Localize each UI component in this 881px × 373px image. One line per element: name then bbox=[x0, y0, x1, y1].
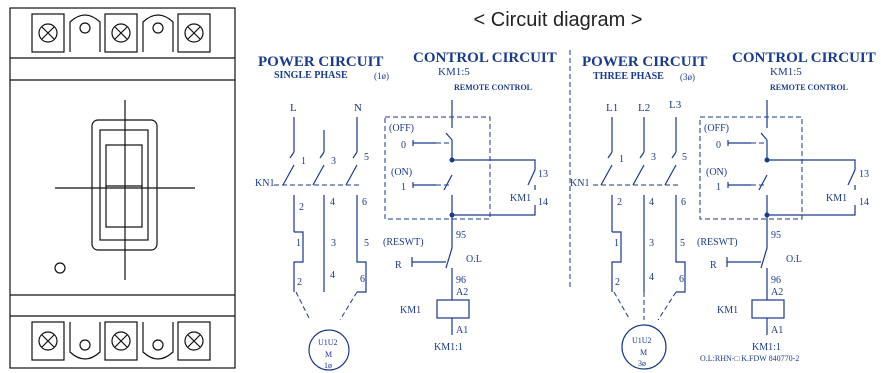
right-r-label: R bbox=[710, 260, 717, 271]
right-n14-label: 14 bbox=[859, 197, 869, 208]
left-a1-label: A1 bbox=[456, 325, 468, 336]
left-term-2b: 2 bbox=[297, 277, 302, 288]
right-control-title: CONTROL CIRCUIT bbox=[732, 50, 876, 66]
right-circuit: POWER CIRCUIT THREE PHASE (3ø) CONTROL C… bbox=[570, 50, 876, 370]
left-n96-label: 96 bbox=[456, 275, 466, 286]
left-ol-label: O.L bbox=[466, 254, 482, 265]
line-label-l2: L2 bbox=[638, 102, 650, 114]
left-term-4: 4 bbox=[330, 197, 335, 208]
right-remote-label: REMOTE CONTROL bbox=[770, 83, 848, 92]
left-control-ref: KM1:5 bbox=[438, 66, 470, 78]
right-term-1b: 1 bbox=[614, 238, 619, 249]
right-term-4b: 4 bbox=[649, 272, 654, 283]
right-term-4: 4 bbox=[649, 197, 654, 208]
right-km1-1-label: KM1:1 bbox=[752, 342, 781, 353]
line-label-l: L bbox=[290, 102, 297, 114]
left-km1-contact: KM1 bbox=[510, 193, 531, 204]
left-term-1b: 1 bbox=[296, 238, 301, 249]
left-term-1: 1 bbox=[301, 156, 306, 167]
right-term-6b: 6 bbox=[679, 274, 684, 285]
left-power-subtitle: SINGLE PHASE bbox=[274, 70, 348, 81]
diagram-title: < Circuit diagram > bbox=[474, 9, 643, 31]
left-reswt-label: (RESWT) bbox=[383, 237, 424, 248]
right-one-label: 1 bbox=[716, 182, 721, 193]
right-a2-label: A2 bbox=[771, 287, 783, 298]
left-motor-m: M bbox=[325, 350, 332, 359]
left-zero-label: 0 bbox=[401, 140, 406, 151]
left-km1-1-label: KM1:1 bbox=[434, 342, 463, 353]
right-ol-label: O.L bbox=[786, 254, 802, 265]
right-footnote: O.L:RHN-□ K.FDW 840770-2 bbox=[700, 354, 799, 363]
left-control-title: CONTROL CIRCUIT bbox=[413, 50, 557, 66]
left-on-label: (ON) bbox=[391, 167, 412, 178]
right-kn1-label: KN1 bbox=[570, 178, 589, 189]
left-one-label: 1 bbox=[401, 182, 406, 193]
breaker-device bbox=[9, 7, 236, 369]
right-km1-contact: KM1 bbox=[826, 193, 847, 204]
right-on-label: (ON) bbox=[706, 167, 727, 178]
left-motor-icon bbox=[308, 329, 350, 371]
right-control-ref: KM1:5 bbox=[770, 66, 802, 78]
right-km1-coil-label: KM1 bbox=[717, 305, 738, 316]
right-off-label: (OFF) bbox=[704, 123, 729, 134]
left-term-4b: 4 bbox=[330, 270, 335, 281]
left-term-5b: 5 bbox=[364, 238, 369, 249]
right-motor-top: U1U2 bbox=[632, 336, 652, 345]
right-term-2: 2 bbox=[617, 197, 622, 208]
right-phase-symbol: (3ø) bbox=[680, 72, 695, 82]
left-remote-label: REMOTE CONTROL bbox=[454, 83, 532, 92]
right-reswt-label: (RESWT) bbox=[697, 237, 738, 248]
left-off-label: (OFF) bbox=[389, 123, 414, 134]
right-power-title: POWER CIRCUIT bbox=[582, 54, 707, 70]
left-n95-label: 95 bbox=[456, 230, 466, 241]
left-term-5: 5 bbox=[364, 152, 369, 163]
left-km1-coil-label: KM1 bbox=[400, 305, 421, 316]
left-term-2: 2 bbox=[299, 202, 304, 213]
right-term-6: 6 bbox=[681, 197, 686, 208]
left-term-6: 6 bbox=[362, 197, 367, 208]
left-term-3: 3 bbox=[331, 156, 336, 167]
right-term-1: 1 bbox=[619, 154, 624, 165]
left-motor-phase: 1ø bbox=[324, 361, 332, 370]
line-label-n: N bbox=[354, 102, 362, 114]
left-n13-label: 13 bbox=[538, 169, 548, 180]
left-a2-label: A2 bbox=[456, 287, 468, 298]
right-n13-label: 13 bbox=[859, 169, 869, 180]
right-n95-label: 95 bbox=[771, 230, 781, 241]
right-motor-icon bbox=[621, 324, 667, 370]
right-term-2b: 2 bbox=[615, 277, 620, 288]
left-circuit: POWER CIRCUIT SINGLE PHASE (1ø) CONTROL … bbox=[255, 50, 557, 371]
right-term-5b: 5 bbox=[680, 238, 685, 249]
left-term-6b: 6 bbox=[360, 274, 365, 285]
right-term-5: 5 bbox=[682, 152, 687, 163]
right-motor-phase: 3ø bbox=[638, 359, 646, 368]
right-n96-label: 96 bbox=[771, 275, 781, 286]
right-motor-m: M bbox=[640, 348, 647, 357]
left-r-label: R bbox=[395, 260, 402, 271]
right-term-3b: 3 bbox=[649, 238, 654, 249]
left-motor-top: U1U2 bbox=[318, 338, 338, 347]
left-phase-symbol: (1ø) bbox=[374, 71, 389, 81]
left-term-3b: 3 bbox=[331, 238, 336, 249]
left-kn1-label: KN1 bbox=[255, 178, 274, 189]
left-power-title: POWER CIRCUIT bbox=[258, 54, 383, 70]
right-a1-label: A1 bbox=[771, 325, 783, 336]
right-power-subtitle: THREE PHASE bbox=[593, 71, 664, 82]
line-label-l3: L3 bbox=[669, 99, 682, 111]
line-label-l1: L1 bbox=[606, 102, 618, 114]
right-zero-label: 0 bbox=[716, 140, 721, 151]
right-term-3: 3 bbox=[651, 152, 656, 163]
left-n14-label: 14 bbox=[538, 197, 548, 208]
